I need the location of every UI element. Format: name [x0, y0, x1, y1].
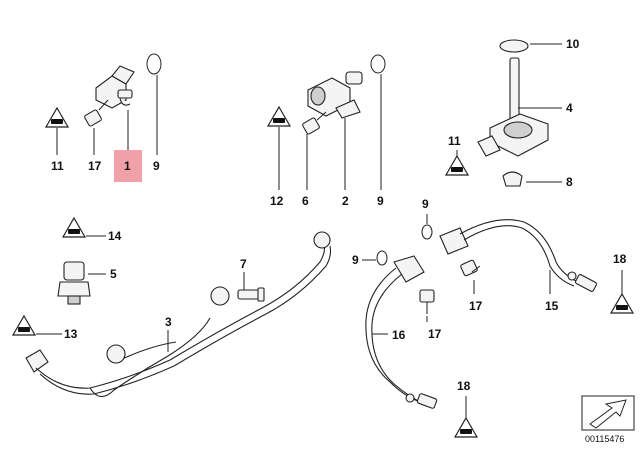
callout-12[interactable]: 12 [270, 194, 284, 208]
callout-9[interactable]: 9 [153, 159, 160, 173]
arrow-icon [589, 399, 627, 429]
callout-9[interactable]: 9 [377, 194, 384, 208]
warning-triangle-icon [454, 417, 478, 438]
callout-17[interactable]: 17 [469, 299, 483, 313]
warning-triangle-icon [267, 106, 291, 127]
callout-9[interactable]: 9 [422, 197, 429, 211]
callout-11[interactable]: 11 [448, 134, 461, 148]
o-ring-9-c[interactable] [376, 250, 388, 266]
callout-14[interactable]: 14 [108, 229, 122, 243]
callout-10[interactable]: 10 [566, 37, 580, 51]
sensor-group-2: 12 6 2 9 [267, 54, 386, 208]
bolt-7[interactable] [237, 287, 265, 302]
sensor-group-1: 11 17 1 9 [45, 53, 162, 182]
warning-triangle-icon [45, 107, 69, 128]
sensor-group-4: 10 4 11 8 [445, 37, 580, 189]
callout-16[interactable]: 16 [392, 328, 406, 342]
seal-ring-10[interactable] [499, 39, 529, 53]
sensor-part-1[interactable] [95, 65, 135, 109]
warning-triangle-icon [445, 155, 469, 176]
bolt-17-c[interactable] [460, 259, 481, 277]
callout-5[interactable]: 5 [110, 267, 117, 281]
bolt-17-a[interactable] [84, 99, 109, 127]
grommet-8[interactable] [502, 171, 523, 187]
highlight-part-1 [114, 150, 142, 182]
callout-13[interactable]: 13 [64, 327, 78, 341]
bolt-17-b[interactable] [419, 289, 435, 314]
callout-15[interactable]: 15 [545, 299, 559, 313]
o-ring-9-a[interactable] [146, 53, 162, 75]
callout-17[interactable]: 17 [428, 327, 442, 341]
sensor-group-16: 9 17 16 18 [352, 250, 478, 438]
callout-9[interactable]: 9 [352, 253, 359, 267]
pressure-switch-5[interactable] [57, 261, 91, 305]
sensor-cable-16[interactable] [365, 255, 438, 409]
sensor-group-15: 9 17 15 18 [421, 197, 634, 314]
sensor-part-2[interactable] [307, 71, 363, 119]
navigation-arrow-box[interactable] [581, 395, 635, 431]
callout-3[interactable]: 3 [165, 315, 172, 329]
bolt-6[interactable] [302, 111, 327, 135]
callout-6[interactable]: 6 [302, 194, 309, 208]
harness-group-3: 13 3 7 [12, 231, 332, 398]
oil-level-sensor-4[interactable] [477, 57, 549, 157]
sensor-cable-15[interactable] [439, 219, 598, 292]
callout-18[interactable]: 18 [613, 252, 627, 266]
sensor-group-5: 14 5 [57, 217, 122, 305]
callout-11[interactable]: 11 [51, 159, 64, 173]
callout-1[interactable]: 1 [124, 159, 131, 173]
wiring-harness-3[interactable] [25, 231, 332, 398]
warning-triangle-icon [62, 217, 86, 238]
callout-17[interactable]: 17 [88, 159, 102, 173]
callout-7[interactable]: 7 [240, 257, 247, 271]
o-ring-9-d[interactable] [421, 224, 433, 240]
warning-triangle-icon [610, 293, 634, 314]
callout-4[interactable]: 4 [566, 101, 573, 115]
diagram-id: 00115476 [585, 434, 624, 444]
warning-triangle-icon [12, 315, 36, 336]
o-ring-9-b[interactable] [370, 54, 386, 74]
callout-2[interactable]: 2 [342, 194, 349, 208]
callout-8[interactable]: 8 [566, 175, 573, 189]
callout-18[interactable]: 18 [457, 379, 471, 393]
